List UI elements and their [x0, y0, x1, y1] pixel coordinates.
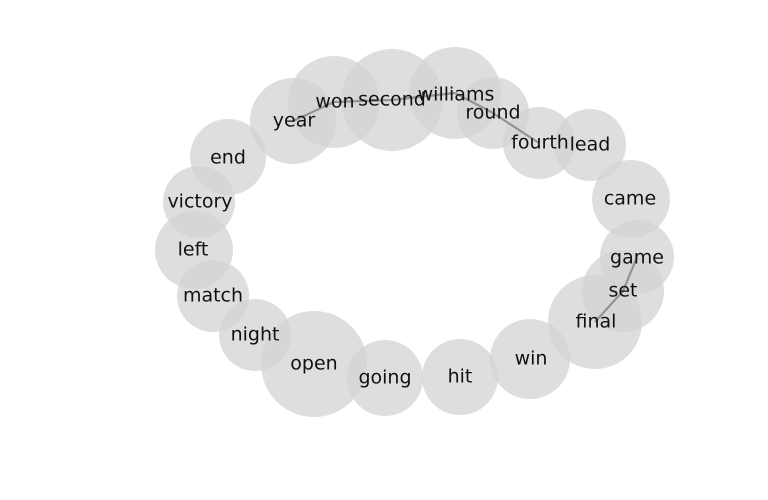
bubble-win	[490, 319, 570, 399]
node-label-final: final	[576, 311, 617, 333]
node-label-year: year	[273, 110, 316, 132]
edge-won-second	[333, 98, 393, 104]
edge-set-final	[594, 290, 624, 323]
bubble-hit	[422, 339, 498, 415]
node-label-open: open	[290, 353, 337, 375]
node-label-lead: lead	[570, 134, 611, 156]
edge-williams-round	[454, 92, 494, 114]
node-label-game: game	[610, 247, 664, 269]
node-label-williams: williams	[418, 84, 495, 106]
edge-second-williams	[391, 91, 456, 102]
node-label-set: set	[608, 280, 637, 302]
bubble-lead	[554, 109, 626, 181]
node-label-night: night	[231, 324, 280, 346]
node-label-came: came	[604, 188, 656, 210]
node-label-end: end	[210, 147, 246, 169]
node-label-second: second	[358, 89, 426, 111]
node-label-win: win	[515, 348, 548, 370]
node-label-hit: hit	[448, 366, 473, 388]
node-label-fourth: fourth	[511, 132, 569, 154]
node-label-going: going	[358, 367, 411, 389]
bubble-came	[592, 160, 670, 238]
bubble-open	[261, 311, 367, 417]
edge-layer	[292, 91, 639, 323]
node-label-won: won	[315, 91, 354, 113]
edge-round-fourth	[492, 112, 540, 144]
node-label-match: match	[183, 285, 243, 307]
node-label-victory: victory	[167, 191, 232, 213]
node-label-round: round	[465, 102, 520, 124]
bubble-going	[347, 340, 423, 416]
node-label-left: left	[178, 239, 209, 261]
edge-game-set	[621, 256, 639, 292]
edge-year-won	[292, 101, 335, 122]
